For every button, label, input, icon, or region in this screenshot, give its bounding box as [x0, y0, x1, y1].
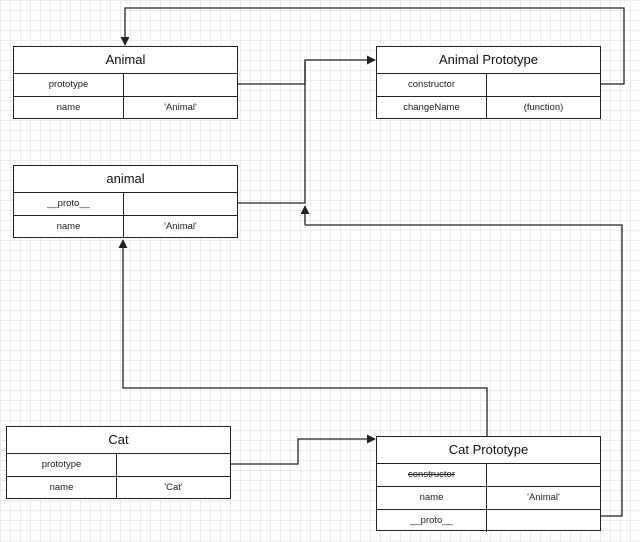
row-key-struck: constructor: [377, 464, 487, 486]
row-key: constructor: [377, 74, 487, 96]
row-value: [487, 74, 600, 96]
table-row: prototype: [7, 454, 230, 477]
box-title: Animal: [14, 47, 237, 74]
animal-instance-box: animal __proto__ name 'Animal': [13, 165, 238, 238]
table-row: prototype: [14, 74, 237, 97]
row-value: [124, 74, 237, 96]
row-value: 'Animal': [527, 492, 560, 503]
row-value: 'Animal': [164, 221, 197, 232]
box-title: Cat Prototype: [377, 437, 600, 464]
row-value: [487, 464, 600, 486]
table-row: changeName (function): [377, 97, 600, 119]
table-row: name 'Animal': [377, 487, 600, 510]
row-value: 'Animal': [164, 102, 197, 113]
box-title: Cat: [7, 427, 230, 454]
row-value: [117, 454, 230, 476]
table-row: __proto__: [14, 193, 237, 216]
row-value: 'Cat': [164, 482, 183, 493]
row-value: [487, 510, 600, 532]
table-row: constructor: [377, 464, 600, 487]
animal-function-box: Animal prototype name 'Animal': [13, 46, 238, 119]
table-row: constructor: [377, 74, 600, 97]
box-title: Animal Prototype: [377, 47, 600, 74]
row-value: (function): [523, 102, 564, 113]
row-value: [124, 193, 237, 215]
box-title: animal: [14, 166, 237, 193]
table-row: name 'Animal': [14, 97, 237, 119]
animal-prototype-box: Animal Prototype constructor changeName …: [376, 46, 601, 119]
row-key: __proto__: [377, 510, 487, 532]
cat-prototype-box: Cat Prototype constructor name 'Animal' …: [376, 436, 601, 532]
row-key: name: [14, 216, 124, 238]
row-key: prototype: [7, 454, 117, 476]
arrow-cat-prototype-to-animal: [118, 239, 488, 436]
row-key: __proto__: [14, 193, 124, 215]
row-key: prototype: [14, 74, 124, 96]
row-key: changeName: [377, 97, 487, 119]
row-key: name: [7, 477, 117, 499]
arrow-cat-prototype: [175, 434, 376, 465]
cat-function-box: Cat prototype name 'Cat': [6, 426, 231, 499]
table-row: __proto__: [377, 510, 600, 532]
row-key: name: [377, 487, 487, 509]
row-key: name: [14, 97, 124, 119]
table-row: name 'Cat': [7, 477, 230, 499]
table-row: name 'Animal': [14, 216, 237, 238]
